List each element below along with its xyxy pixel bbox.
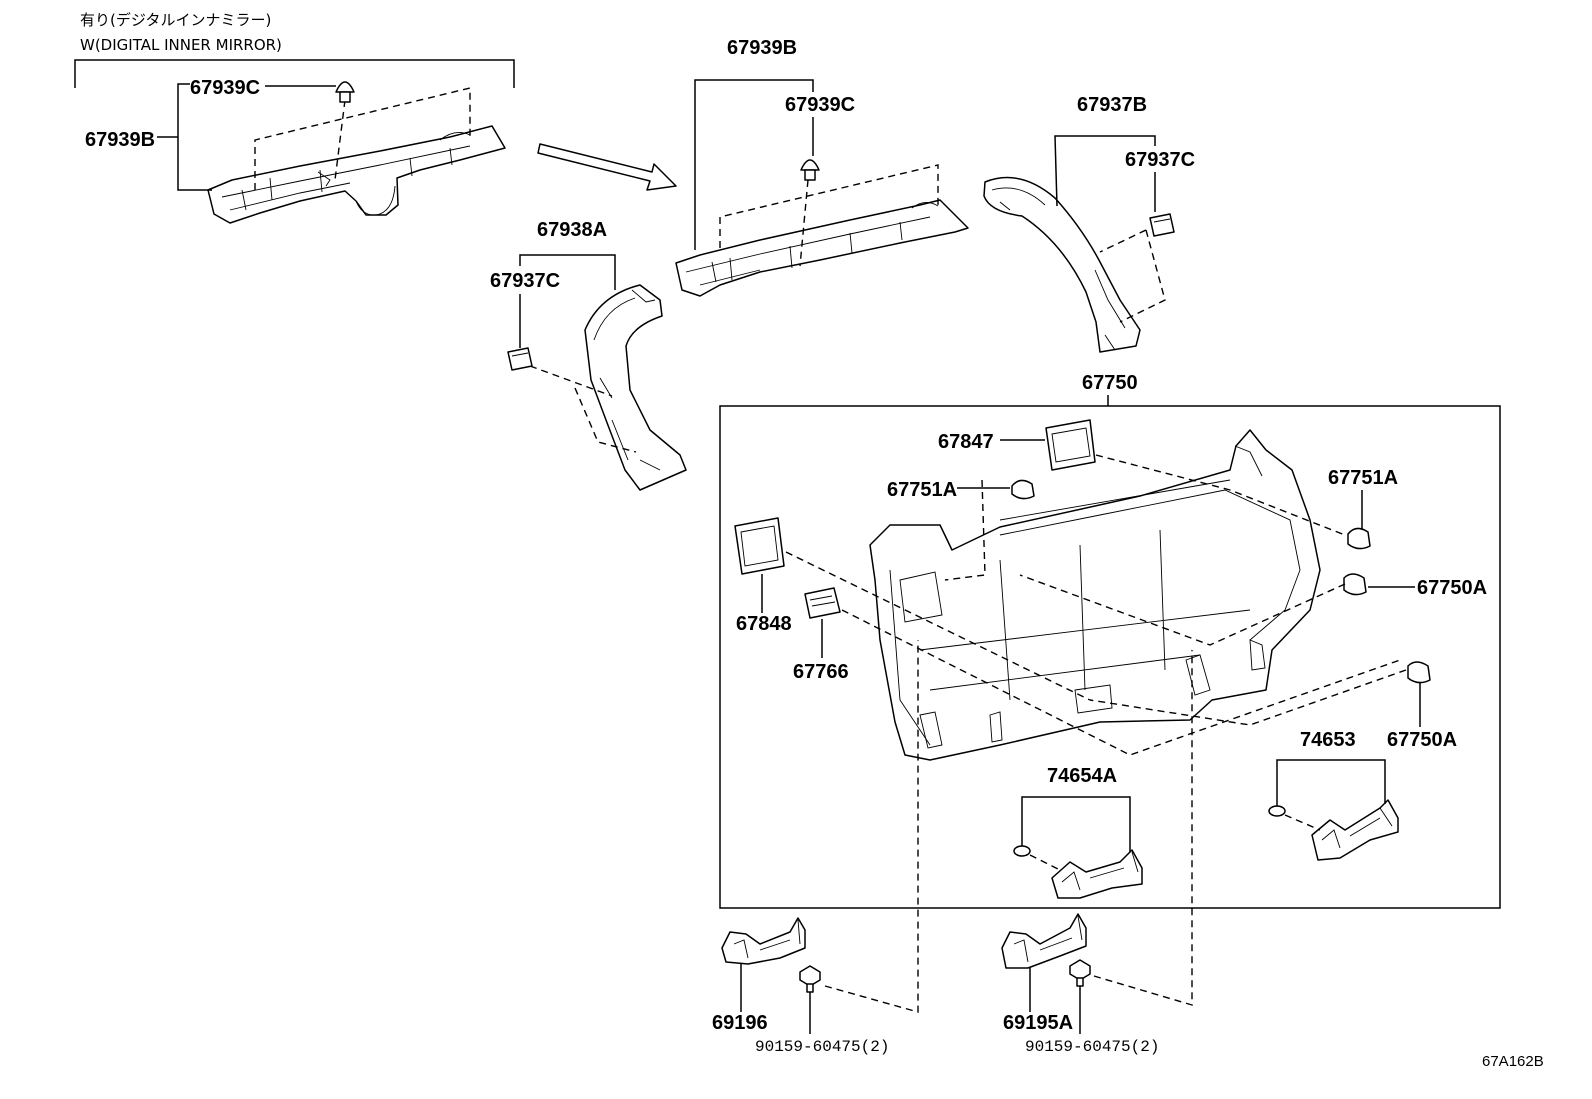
callout-67937b[interactable]: 67937B <box>1077 94 1147 116</box>
assembly-box <box>719 405 1501 909</box>
part-67847-cover <box>1045 419 1096 471</box>
option-bracket <box>74 59 515 88</box>
dashed-guide <box>254 87 471 190</box>
bolt-left <box>799 965 821 993</box>
clip-67939c-middle <box>800 159 820 181</box>
dashed-guide <box>1099 229 1166 323</box>
leader-line <box>177 83 212 191</box>
dashed-guide <box>1019 574 1346 646</box>
figure-code: 67A162B <box>1482 1053 1544 1070</box>
part-74653-bracket <box>1268 799 1399 861</box>
clip-67751a-left <box>1011 479 1035 500</box>
callout-67751a-left[interactable]: 67751A <box>887 479 957 501</box>
callout-67750[interactable]: 67750 <box>1082 372 1138 394</box>
clip-67937c-left <box>507 347 533 371</box>
leader-line <box>694 79 814 250</box>
dashed-guide <box>944 479 986 581</box>
clip-67750a-lower <box>1407 661 1431 684</box>
callout-67938a[interactable]: 67938A <box>537 219 607 241</box>
callout-69196[interactable]: 69196 <box>712 1012 768 1034</box>
part-pillar-garnish-rh <box>983 176 1141 353</box>
part-67766 <box>804 587 841 619</box>
part-74654a-bracket <box>1013 845 1143 899</box>
dashed-guide <box>334 99 346 181</box>
leader-line <box>1054 135 1156 207</box>
part-69195a-bracket <box>1001 913 1087 969</box>
arrow-icon <box>537 143 677 191</box>
bolt-right <box>1069 959 1091 987</box>
callout-69195a[interactable]: 69195A <box>1003 1012 1073 1034</box>
dashed-guide <box>529 365 637 453</box>
callout-74654a[interactable]: 74654A <box>1047 765 1117 787</box>
callout-67939c-upper[interactable]: 67939C <box>190 77 260 99</box>
dashed-guide <box>799 179 809 267</box>
part-pillar-garnish-lh <box>584 284 687 491</box>
option-note-english: W(DIGITAL INNER MIRROR) <box>80 36 282 54</box>
dashed-guide <box>824 640 919 1013</box>
callout-67766[interactable]: 67766 <box>793 661 849 683</box>
callout-67847[interactable]: 67847 <box>938 431 994 453</box>
callout-67939b-middle[interactable]: 67939B <box>727 37 797 59</box>
dashed-guide <box>1284 814 1321 831</box>
part-69196-bracket <box>721 917 806 965</box>
leader-line <box>519 254 616 290</box>
part-upper-back-door-trim <box>675 199 969 297</box>
callout-67848[interactable]: 67848 <box>736 613 792 635</box>
clip-67751a-right <box>1347 527 1371 550</box>
callout-67939b-upper[interactable]: 67939B <box>85 129 155 151</box>
clip-67750a-right <box>1343 573 1367 596</box>
callout-74653[interactable]: 74653 <box>1300 729 1356 751</box>
callout-67937c-left[interactable]: 67937C <box>490 270 560 292</box>
option-note-japanese: 有り(デジタルインナミラー) <box>80 11 271 29</box>
clip-67937c-right <box>1149 213 1175 237</box>
callout-67751a-right[interactable]: 67751A <box>1328 467 1398 489</box>
clip-67939c-upper <box>335 81 355 103</box>
dashed-guide <box>1093 650 1193 1006</box>
dashed-guide <box>1029 854 1061 871</box>
leader-line <box>1276 759 1386 806</box>
callout-bolt-left[interactable]: 90159-60475(2) <box>755 1038 889 1056</box>
callout-67750a-right[interactable]: 67750A <box>1417 577 1487 599</box>
callout-bolt-right[interactable]: 90159-60475(2) <box>1025 1038 1159 1056</box>
dashed-guide <box>1095 454 1346 536</box>
dashed-guide <box>785 551 1091 701</box>
part-back-door-trim-board <box>869 429 1321 761</box>
part-67848-cover <box>734 517 785 575</box>
dashed-guide <box>719 164 939 248</box>
callout-67750a-lower[interactable]: 67750A <box>1387 729 1457 751</box>
leader-line <box>1021 796 1131 852</box>
callout-67939c-middle[interactable]: 67939C <box>785 94 855 116</box>
callout-67937c-right[interactable]: 67937C <box>1125 149 1195 171</box>
part-upper-back-door-trim-with-mirror <box>207 125 506 224</box>
